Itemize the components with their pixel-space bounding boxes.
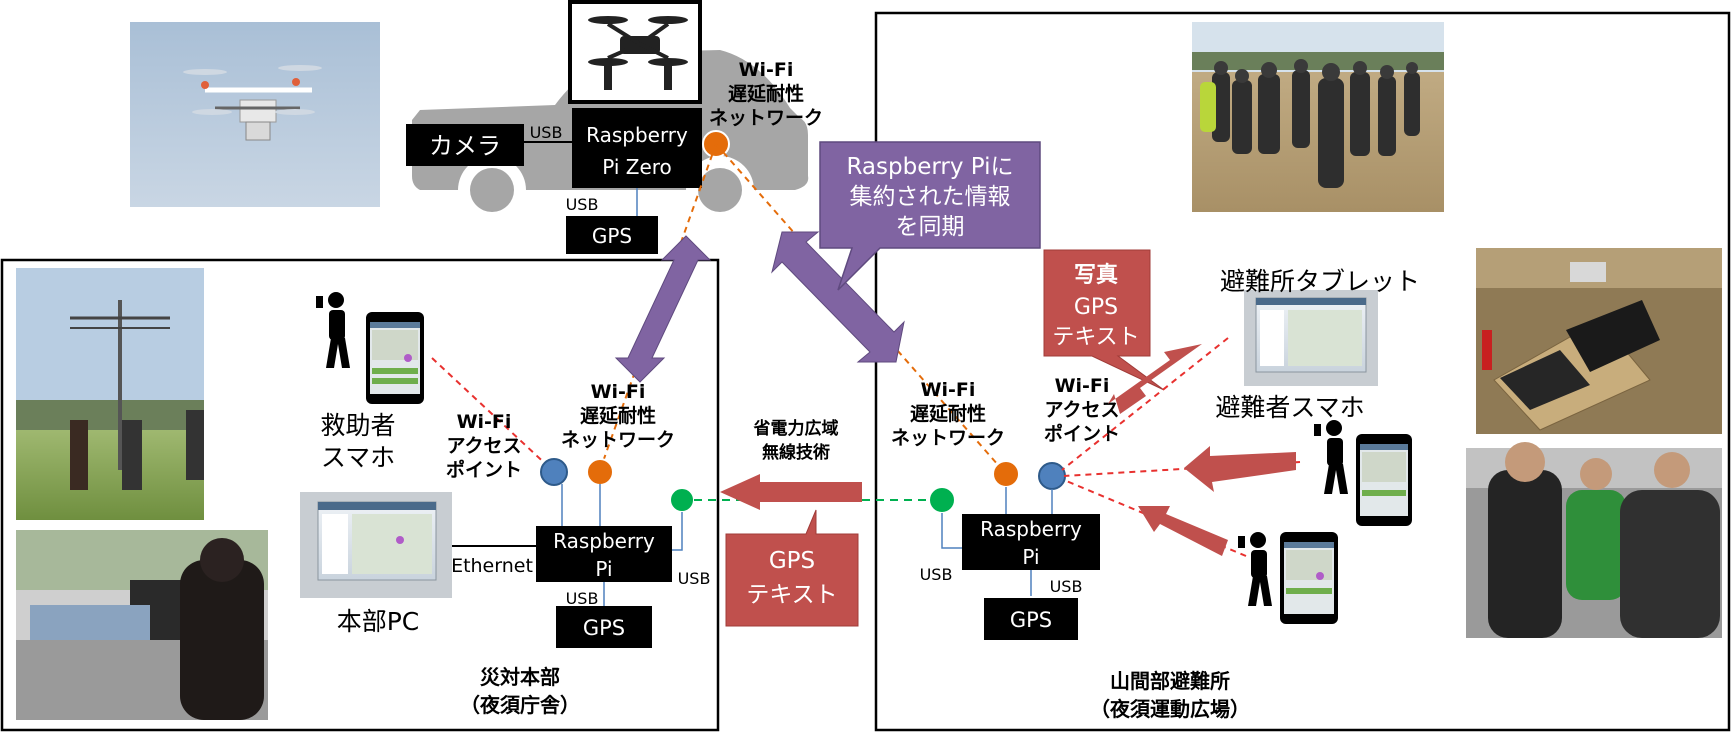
evacuee-phone-icon-1 xyxy=(1356,434,1412,526)
evacuee-data-arrow-2 xyxy=(1138,506,1228,556)
shelter-tablet-label: 避難所タブレット xyxy=(1220,267,1420,296)
hq-gps-box xyxy=(556,606,652,648)
hq-region-frame xyxy=(0,258,720,732)
shelter-tablet-icon xyxy=(1244,290,1378,386)
sync-arrow-shelter xyxy=(771,231,905,363)
hq-usb-gps-label: USB xyxy=(566,589,599,608)
shelter-title-line2: （夜須運動広場） xyxy=(1090,697,1250,721)
shelter-usb-left-label: USB xyxy=(920,565,953,584)
dtn-link-drone-hq xyxy=(599,143,717,471)
hq-gps-label: GPS xyxy=(583,616,625,640)
hq-dtn-label-line1: Wi-Fi xyxy=(591,381,646,403)
shelter-dtn-label-line3: ネットワーク xyxy=(891,427,1005,449)
camera-label: カメラ xyxy=(429,132,501,160)
shelter-ap-label-line2: アクセス xyxy=(1044,399,1119,421)
shelter-people-photo xyxy=(1466,442,1722,638)
drone-gps-label: GPS xyxy=(592,224,632,248)
shelter-gps-box xyxy=(984,598,1078,640)
hq-dtn-node xyxy=(586,458,614,486)
camera-box xyxy=(406,124,524,166)
shelter-payload-line1: 写真 xyxy=(1074,262,1118,288)
shelter-payload-box xyxy=(1043,249,1165,391)
lpwa-payload-line2: テキスト xyxy=(746,582,837,608)
lpwa-label-line1: 省電力広域 xyxy=(753,418,839,439)
lpwa-payload-box xyxy=(725,509,859,627)
hq-pi-box xyxy=(536,526,672,582)
hq-ap-node xyxy=(540,458,568,486)
hq-lpwa-node xyxy=(669,487,695,513)
shelter-lpwa-node xyxy=(928,486,956,514)
hq-ap-label-line1: Wi-Fi xyxy=(457,411,512,433)
sync-callout-line3: を同期 xyxy=(896,214,965,240)
shelter-pi-label-line2: Pi xyxy=(1022,545,1039,569)
evacuee-phone-label: 避難者スマホ xyxy=(1215,393,1364,422)
evacuee-person-icon-2 xyxy=(1238,532,1272,606)
drone-wifi-label-line1: Wi-Fi xyxy=(739,59,794,81)
drone-usb-gps-label: USB xyxy=(566,195,599,214)
shelter-dtn-label-line1: Wi-Fi xyxy=(921,379,976,401)
hq-dtn-label-line2: 遅延耐性 xyxy=(580,404,656,427)
tablet-data-arrow xyxy=(1108,344,1202,414)
shelter-region-frame xyxy=(874,11,1731,732)
hq-usb-right-label: USB xyxy=(678,569,711,588)
shelter-pi-label-line1: Raspberry xyxy=(980,517,1082,541)
lpwa-payload-line1: GPS xyxy=(769,548,815,574)
shelter-dtn-label-line2: 遅延耐性 xyxy=(910,402,986,425)
shelter-dtn-node xyxy=(992,460,1020,488)
shelter-payload-line3: テキスト xyxy=(1052,325,1139,350)
hq-ap-label-line3: ポイント xyxy=(446,458,522,481)
sync-callout-line1: Raspberry Piに xyxy=(846,154,1013,180)
evacuee-person-icon-1 xyxy=(1314,420,1348,494)
drone-gps-box xyxy=(566,216,658,254)
ethernet-label: Ethernet xyxy=(451,555,533,577)
dtn-link-drone-shelter xyxy=(715,143,1007,475)
shelter-pi-box xyxy=(962,514,1100,570)
shelter-laptop-photo xyxy=(1476,248,1722,434)
hq-title-line2: （夜須庁舎） xyxy=(460,693,580,717)
hq-ap-label-line2: アクセス xyxy=(446,435,521,457)
rescuer-phone-label-line2: スマホ xyxy=(321,443,395,472)
hq-pc-label: 本部PC xyxy=(337,607,420,636)
hq-pi-label-line2: Pi xyxy=(595,557,612,581)
shelter-title-line1: 山間部避難所 xyxy=(1110,669,1230,693)
drone-wifi-label-line2: 遅延耐性 xyxy=(728,82,804,105)
shelter-gps-label: GPS xyxy=(1010,608,1052,632)
drone-icon xyxy=(568,0,702,104)
shelter-crowd-photo xyxy=(1192,22,1444,212)
rescuer-wifi-link xyxy=(431,357,553,471)
hq-title-line1: 災対本部 xyxy=(480,665,560,689)
hq-dtn-label-line3: ネットワーク xyxy=(561,429,675,451)
lpwa-data-arrow xyxy=(720,474,862,510)
evacuee-data-arrow-1 xyxy=(1184,446,1296,492)
lpwa-label-line2: 無線技術 xyxy=(762,442,830,463)
hq-operator-photo xyxy=(16,530,268,720)
sync-callout xyxy=(819,141,1041,291)
drone-photo xyxy=(130,22,380,207)
sync-arrow-hq xyxy=(614,235,712,383)
rescuer-person-icon xyxy=(316,292,350,368)
drone-wifi-label-line3: ネットワーク xyxy=(709,107,823,129)
shelter-ap-node xyxy=(1038,462,1066,490)
hq-pc-icon xyxy=(300,492,452,598)
camera-usb-label: USB xyxy=(530,123,563,142)
shelter-ap-label-line1: Wi-Fi xyxy=(1055,375,1110,397)
rescuer-phone-label-line1: 救助者 xyxy=(320,411,395,440)
hq-antenna-photo xyxy=(16,268,204,520)
rescuer-phone-icon xyxy=(366,312,424,404)
shelter-usb-gps-label: USB xyxy=(1050,577,1083,596)
pi-zero-box xyxy=(572,108,702,188)
pi-zero-label-line2: Pi Zero xyxy=(602,155,672,179)
hq-pi-label-line1: Raspberry xyxy=(553,529,655,553)
tablet-wifi-link xyxy=(1061,337,1229,471)
pi-zero-label-line1: Raspberry xyxy=(586,123,688,147)
sync-callout-line2: 集約された情報 xyxy=(850,184,1011,210)
evacuee-phone-icon-2 xyxy=(1280,532,1338,624)
shelter-ap-label-line3: ポイント xyxy=(1044,422,1120,445)
shelter-payload-line2: GPS xyxy=(1074,295,1118,320)
